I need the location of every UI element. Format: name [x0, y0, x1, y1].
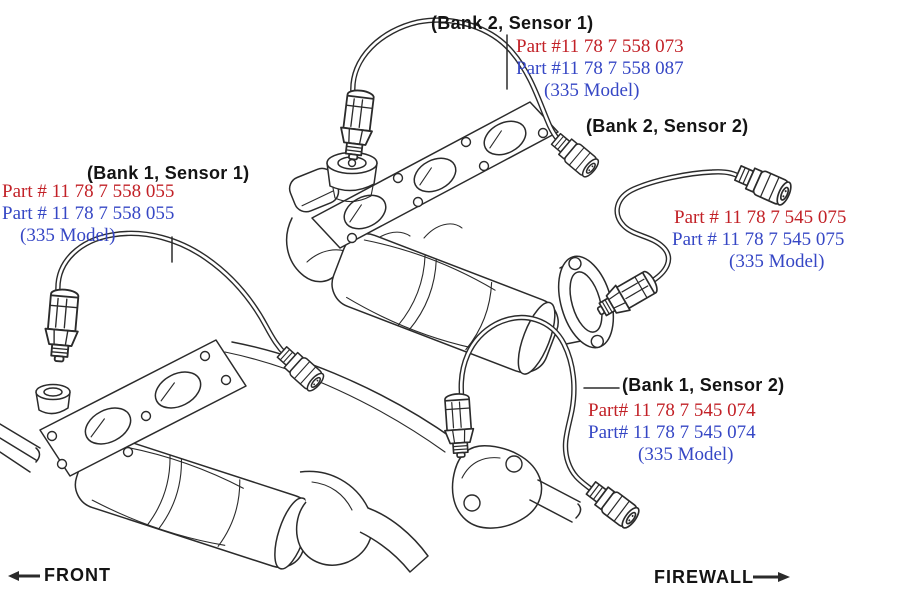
- bank2-manifold-catalyst-drawing: [285, 101, 615, 375]
- part-number-blue: Part # 11 78 7 558 055: [2, 203, 175, 224]
- o2-sensor-icon: [41, 287, 83, 364]
- part-number-blue: Part # 11 78 7 545 075: [672, 229, 845, 250]
- connector-plug-icon: [273, 342, 328, 395]
- bank1-sensor2-label: (Bank 1, Sensor 2): [622, 375, 785, 395]
- firewall-arrow-icon: [753, 572, 790, 582]
- bank2-sensor1-parts: Part #11 78 7 558 073 Part #11 78 7 558 …: [516, 36, 684, 102]
- bank2-sensor1-group: [336, 17, 603, 181]
- bank2-sensor2-label: (Bank 2, Sensor 2): [586, 116, 749, 136]
- part-number-red: Part #11 78 7 558 073: [516, 36, 684, 57]
- bank2-sensor1-label: (Bank 2, Sensor 1): [431, 13, 594, 33]
- model-note: (335 Model): [20, 225, 116, 246]
- bank1-sensor2-parts: Part# 11 78 7 545 074 Part# 11 78 7 545 …: [588, 400, 756, 466]
- connector-plug-icon: [582, 477, 643, 532]
- bank1-sensor1-label: (Bank 1, Sensor 1): [87, 163, 250, 183]
- model-note: (335 Model): [638, 444, 734, 465]
- bank1-sensor1-parts: Part # 11 78 7 558 055 Part # 11 78 7 55…: [2, 181, 174, 247]
- part-number-red: Part # 11 78 7 545 075: [674, 207, 847, 228]
- bank2-sensor1-boss: [326, 151, 378, 203]
- model-note: (335 Model): [729, 251, 825, 272]
- bank2-sensor2-parts: Part # 11 78 7 545 075 Part # 11 78 7 54…: [672, 207, 846, 273]
- bank1-sensor1-boss: [35, 383, 71, 415]
- part-number-blue: Part #11 78 7 558 087: [516, 58, 684, 79]
- front-arrow-icon: [8, 571, 40, 581]
- part-number-blue: Part# 11 78 7 545 074: [588, 422, 756, 443]
- connector-plug-icon: [731, 160, 795, 209]
- front-direction-label: FRONT: [44, 565, 111, 585]
- bank2-sensor2-group: [591, 160, 795, 325]
- firewall-direction-label: FIREWALL: [654, 567, 754, 587]
- model-note: (335 Model): [544, 80, 640, 101]
- bank1-manifold-catalyst-drawing: [0, 339, 582, 573]
- connector-plug-icon: [547, 129, 603, 181]
- bank1-downpipe: [295, 444, 582, 573]
- part-number-red: Part # 11 78 7 558 055: [2, 181, 175, 202]
- part-number-red: Part# 11 78 7 545 074: [588, 400, 756, 421]
- bank1-sensor1-group: [41, 230, 328, 395]
- bank1-sensor2-group: [441, 314, 643, 532]
- o2-sensor-icon: [336, 87, 378, 162]
